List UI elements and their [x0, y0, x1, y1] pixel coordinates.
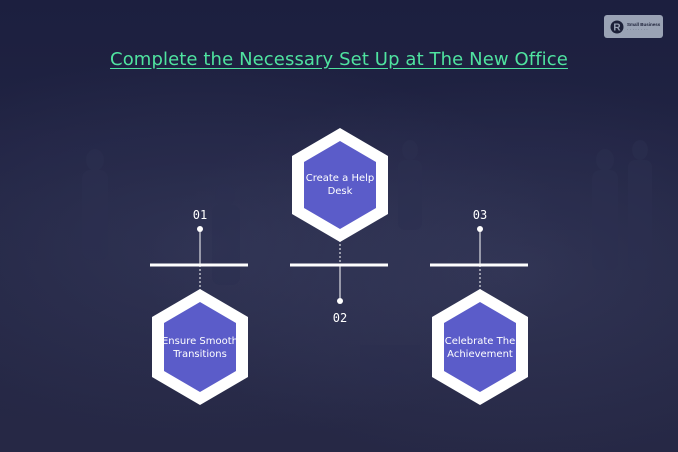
step-1-hexagon [164, 302, 236, 392]
step-2-hexagon [304, 141, 376, 229]
company-logo: R Small Business · · · · · · · · [604, 15, 663, 38]
svg-text:R: R [613, 22, 621, 33]
step-1-dot [197, 226, 203, 232]
logo-mark-icon: R [610, 20, 624, 33]
step-3-hexagon [444, 302, 516, 392]
step-2-label: Create a Help Desk [305, 173, 375, 197]
step-3-label: Celebrate The Achievement [444, 336, 516, 360]
step-3 [430, 226, 528, 405]
step-3-dot [477, 226, 483, 232]
step-2-dot [337, 298, 343, 304]
step-1-label: Ensure Smooth Transitions [161, 336, 238, 360]
page-title: Complete the Necessary Set Up at The New… [110, 49, 568, 70]
step-2-number: 02 [332, 311, 348, 325]
logo-text-line2: · · · · · · · · [627, 26, 648, 32]
step-1-number: 01 [192, 208, 208, 222]
step-2 [290, 128, 388, 304]
logo-text-line1: Small Business [627, 21, 661, 27]
step-3-number: 03 [472, 208, 488, 222]
step-1 [150, 226, 248, 405]
